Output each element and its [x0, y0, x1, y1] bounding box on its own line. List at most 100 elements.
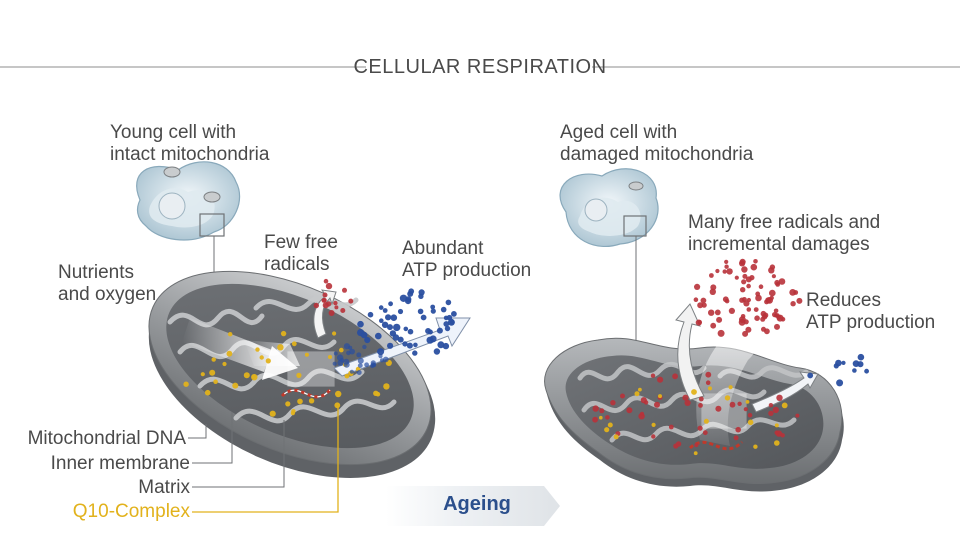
abundant-atp-label-line2: ATP production: [402, 260, 532, 281]
young-atp-particles-inner: [332, 343, 389, 375]
aged-q10-particles-dot: [724, 395, 731, 401]
aged-radical-cloud-dot: [796, 297, 803, 304]
aged-q10-particles-dot: [607, 422, 613, 428]
many-radicals-label-line2: incremental damages: [688, 234, 870, 255]
young-atp-particles-dot: [407, 328, 414, 335]
many-radicals-label-line1: Many free radicals and: [688, 212, 881, 233]
aged-radical-cloud-dot: [755, 294, 762, 302]
aged-radical-inner-dot: [657, 376, 664, 383]
young-atp-particles-dot: [397, 308, 404, 315]
aged-q10-particles-dot: [634, 391, 640, 397]
young-q10-particles-dot: [344, 373, 350, 379]
reduces-atp-label-line1: Reduces: [806, 290, 881, 311]
young-cell-label-line1: Young cell with: [110, 122, 237, 143]
young-q10-particles-dot: [383, 383, 390, 390]
young-atp-particles-dot: [387, 342, 394, 349]
young-atp-particles-dot: [378, 305, 384, 310]
young-cell-label: Young cell with intact mitochondria: [110, 122, 269, 166]
few-radicals-label: Few free radicals: [264, 232, 338, 276]
young-atp-particles-dot: [392, 334, 400, 341]
young-atp-particles-dot: [440, 306, 447, 313]
young-radical-particles: [313, 278, 354, 316]
young-atp-particles-inner-dot: [356, 352, 362, 358]
aged-radical-cloud-dot: [724, 259, 729, 264]
aged-radical-cloud-dot: [739, 258, 746, 265]
aged-radical-inner-dot: [780, 433, 785, 438]
aged-radical-cloud-dot: [753, 259, 758, 264]
aged-radical-cloud-dot: [742, 273, 748, 279]
young-atp-particles-dot: [397, 336, 404, 343]
young-atp-particles-dot: [436, 327, 443, 334]
aged-radical-arrow-left: [675, 303, 705, 401]
aged-radical-cloud-dot: [769, 289, 776, 297]
aged-radical-cloud-dot: [700, 297, 707, 304]
aged-radical-cloud: [693, 258, 803, 337]
young-radical-particles-dot: [325, 301, 332, 307]
aged-radical-cloud-dot: [697, 302, 704, 309]
aged-radical-cloud-dot: [715, 268, 720, 274]
particle-layer: [183, 258, 869, 456]
aged-q10-particles-dot: [604, 427, 610, 433]
young-atp-particles-dot: [445, 299, 452, 306]
aged-radical-cloud-dot: [724, 298, 730, 304]
young-atp-particles-dot: [399, 294, 408, 302]
aged-radical-inner-dot: [795, 413, 800, 418]
aged-radical-cloud-dot: [741, 279, 747, 285]
aged-atp-particles-dot: [841, 360, 846, 365]
young-atp-particles-inner-dot: [378, 354, 383, 359]
aged-radical-cloud-dot: [746, 297, 752, 303]
aged-radical-inner-dot: [735, 426, 741, 433]
young-atp-particles-inner-dot: [370, 363, 375, 369]
aged-cell-illustration: [559, 168, 659, 248]
aged-radical-cloud-dot: [761, 326, 766, 332]
leader-inner-membrane: [192, 412, 233, 464]
young-atp-particles-dot: [377, 348, 385, 356]
aged-radical-plume: [696, 290, 772, 446]
young-atp-particles-dot: [444, 325, 451, 332]
young-atp-particles-dot: [393, 323, 401, 332]
aged-radical-inner-dot: [592, 416, 598, 423]
aged-radical-inner-dot: [705, 371, 712, 378]
young-q10-particles-dot: [291, 341, 297, 347]
aged-radical-cloud-dot: [746, 307, 752, 312]
aged-q10-particles-dot: [703, 418, 709, 424]
young-atp-particles-dot: [430, 304, 436, 310]
aged-radical-inner-dot: [640, 411, 644, 416]
aged-radical-cloud-dot: [709, 288, 716, 295]
aged-radical-cloud-dot: [746, 283, 751, 289]
young-atp-particles-dot: [405, 296, 412, 303]
aged-radical-cloud-dot: [745, 326, 752, 333]
aged-radical-cloud-dot: [741, 266, 748, 273]
young-q10-particles-dot: [251, 374, 258, 381]
young-atp-particles-inner-dot: [362, 344, 367, 350]
aged-radical-cloud-dot: [695, 319, 702, 326]
aged-radical-cloud-dot: [726, 268, 733, 275]
abundant-atp-label-line1: Abundant: [402, 238, 484, 259]
young-mitochondrion: [148, 270, 436, 478]
young-q10-particles-dot: [296, 372, 302, 378]
aged-cell-label-line2: damaged mitochondria: [560, 144, 754, 165]
young-q10-particles-dot: [259, 355, 264, 360]
young-atp-particles-dot: [385, 314, 392, 321]
young-q10-particles-dot: [269, 410, 276, 417]
aged-radical-cloud-dot: [710, 322, 717, 329]
young-atp-particles-dot: [357, 320, 364, 328]
aged-radical-inner-dot: [698, 403, 703, 408]
aged-radical-inner-dot: [694, 442, 699, 448]
aged-radical-cloud-dot: [740, 287, 746, 293]
aged-radical-inner-dot: [715, 405, 722, 412]
young-atp-particles-dot: [367, 311, 374, 318]
nutrients-label-line1: Nutrients: [58, 262, 135, 283]
young-atp-particles-dot: [418, 293, 424, 299]
young-q10-particles-dot: [277, 344, 284, 351]
nutrients-label-line2: and oxygen: [58, 284, 157, 305]
aged-radical-cloud-dot: [773, 308, 779, 314]
aged-q10-particles-dot: [599, 415, 603, 420]
aged-radical-cloud-dot: [766, 297, 773, 304]
aged-atp-particles-dot: [835, 359, 842, 367]
young-q10-particles-dot: [232, 382, 239, 389]
aged-radical-cloud-dot: [717, 329, 725, 337]
aged-atp-particles-dot: [836, 379, 844, 387]
aged-atp-particles-dot: [807, 372, 814, 379]
aged-radical-cloud-dot: [738, 318, 746, 326]
